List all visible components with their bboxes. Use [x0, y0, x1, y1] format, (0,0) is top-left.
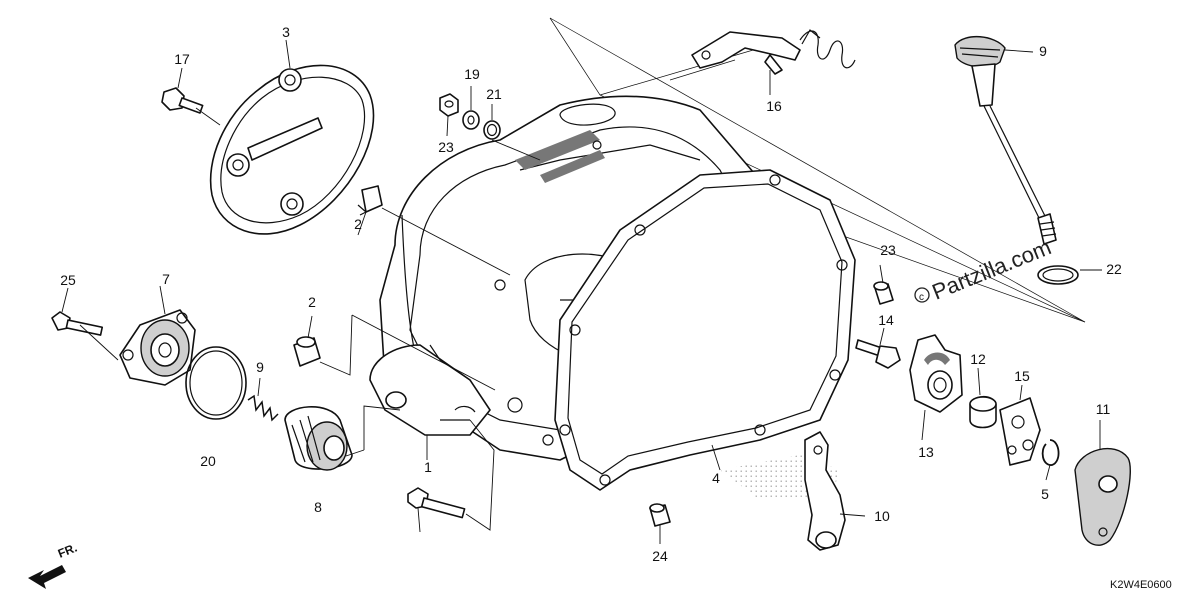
- callout-9: 9: [1039, 43, 1047, 59]
- part-13-lever-cam: [909, 334, 963, 413]
- callout-22: 23: [438, 139, 454, 155]
- part-23-dowel-upper: [873, 281, 894, 305]
- part-25-bolt: [407, 487, 466, 519]
- part-10-arm: [804, 431, 846, 551]
- part-3-cover-plate: [209, 64, 375, 235]
- callout-21: 22: [1106, 261, 1122, 277]
- part-12-bushing: [969, 395, 997, 429]
- callout-17: 17: [174, 51, 190, 67]
- callout-15: 15: [1014, 368, 1030, 384]
- callout-3: 3: [282, 24, 290, 40]
- part-19-o-ring: [185, 346, 247, 420]
- front-label: FR.: [56, 541, 79, 561]
- callout-18: 19: [464, 66, 480, 82]
- part-14-stud-bolt: [855, 339, 901, 369]
- part-17-bolt: [161, 87, 204, 114]
- part-1-starter-housing: [369, 344, 491, 436]
- callout-23-lower: 24: [652, 548, 668, 564]
- part-20-o-ring: [483, 120, 501, 140]
- callout-6: 7: [162, 271, 170, 287]
- front-direction-arrow: FR.: [28, 541, 79, 589]
- part-7-oil-filter: [284, 406, 353, 471]
- part-9-dipstick: [954, 36, 1057, 245]
- diagram-code: K2W4E0600: [1110, 579, 1172, 591]
- callout-8: 9: [256, 359, 264, 375]
- callout-20: 21: [486, 86, 502, 102]
- part-6-pump-cover: [119, 309, 196, 386]
- callout-23-upper: 23: [880, 242, 896, 258]
- callout-16: 16: [766, 98, 782, 114]
- part-2-dowel-upper: [357, 185, 383, 216]
- callout-14: 14: [878, 312, 894, 328]
- callout-13: 13: [918, 444, 934, 460]
- callout-7: 8: [314, 499, 322, 515]
- callout-5: 5: [1041, 486, 1049, 502]
- watermark: c Partzilla.com: [914, 234, 1055, 305]
- part-22-nut: [439, 93, 459, 117]
- part-11-cover: [1074, 447, 1131, 546]
- part-23-dowel-lower: [649, 503, 671, 527]
- svg-text:c: c: [919, 292, 924, 303]
- callout-24: 25: [60, 272, 76, 288]
- callout-numbers: 3 17 19 21 23 2 2 25 7 9 20 8 1 24 4 16 …: [60, 24, 1122, 564]
- callout-10: 10: [874, 508, 890, 524]
- callout-1: 1: [424, 459, 432, 475]
- callout-2-lower: 2: [308, 294, 316, 310]
- callout-11: 11: [1096, 401, 1111, 417]
- part-24-bolt: [51, 311, 104, 336]
- callout-2-upper: 2: [354, 216, 362, 232]
- part-5-circlip: [1041, 439, 1060, 466]
- callout-19: 20: [200, 453, 216, 469]
- part-18-washer: [462, 110, 480, 130]
- leader-lines: [61, 39, 1102, 544]
- part-2-dowel-lower: [293, 336, 321, 367]
- part-15-plate: [999, 397, 1041, 466]
- part-21-o-ring: [1037, 265, 1079, 285]
- part-8-spring: [247, 394, 279, 422]
- callout-4: 4: [712, 470, 720, 486]
- callout-12: 12: [970, 351, 986, 367]
- part-4-gasket: [554, 169, 856, 491]
- part-16-bracket: [691, 29, 856, 75]
